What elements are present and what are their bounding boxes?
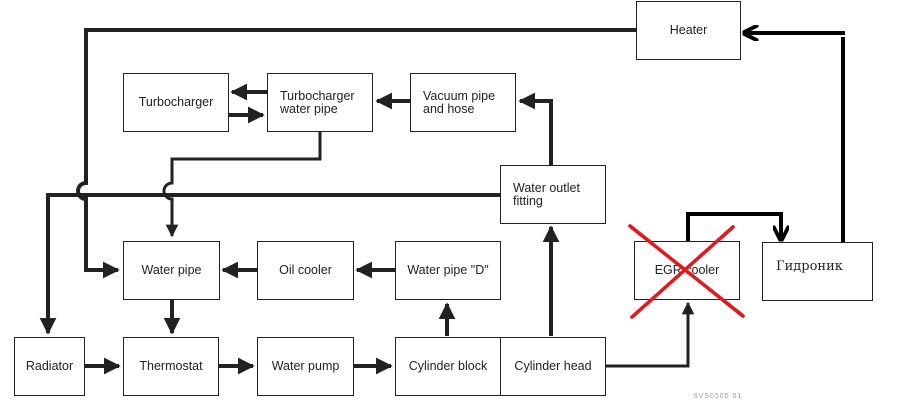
egr-cooler-box: EGR cooler xyxy=(634,241,740,300)
vacuum-pipe-box: Vacuum pipe and hose xyxy=(410,73,516,132)
turbocharger-label: Turbocharger xyxy=(138,95,214,109)
figure-code: SVS0500 01 xyxy=(693,393,743,400)
cylinder-head-box: Cylinder head xyxy=(500,337,606,396)
radiator-label: Radiator xyxy=(25,359,74,373)
vacuum-pipe-label: Vacuum pipe and hose xyxy=(423,88,496,116)
hydronic-label: Гидроник xyxy=(776,259,843,274)
oil-cooler-box: Oil cooler xyxy=(257,241,354,300)
water-pipe-box: Water pipe xyxy=(123,241,220,300)
water-pipe-d-label: Water pipe "D" xyxy=(407,263,489,277)
water-pump-box: Water pump xyxy=(257,337,354,396)
heater-to-waterpipe-line xyxy=(76,28,636,279)
water-pump-label: Water pump xyxy=(271,359,340,373)
water-pipe-label: Water pipe xyxy=(141,263,202,277)
heater-label: Heater xyxy=(669,23,708,37)
hydronic-box: Гидроник xyxy=(762,242,873,301)
hydronic-to-heater-arrow xyxy=(744,33,845,242)
tcpipe-to-waterpipe-line xyxy=(162,131,322,238)
heater-box: Heater xyxy=(636,1,741,60)
cylinder-block-box: Cylinder block xyxy=(395,337,501,396)
cylinder-head-label: Cylinder head xyxy=(514,359,592,373)
water-pipe-d-box: Water pipe "D" xyxy=(395,241,501,300)
oil-cooler-label: Oil cooler xyxy=(279,263,332,277)
turbocharger-water-pipe-label: Turbocharger water pipe xyxy=(280,88,355,116)
thermostat-box: Thermostat xyxy=(123,337,219,396)
water-outlet-fitting-box: Water outlet fitting xyxy=(500,165,606,224)
head-to-egr-arrow xyxy=(606,301,695,368)
cylinder-block-label: Cylinder block xyxy=(408,359,488,373)
radiator-box: Radiator xyxy=(14,337,85,396)
egr-cooler-label: EGR cooler xyxy=(654,263,720,277)
water-outlet-fitting-label: Water outlet fitting xyxy=(513,180,580,208)
outlet-to-radiator-line xyxy=(39,193,500,335)
turbocharger-water-pipe-box: Turbocharger water pipe xyxy=(267,73,373,132)
thermostat-label: Thermostat xyxy=(139,359,203,373)
turbocharger-box: Turbocharger xyxy=(123,73,229,132)
outlet-to-vacuum-arrow xyxy=(518,92,553,165)
